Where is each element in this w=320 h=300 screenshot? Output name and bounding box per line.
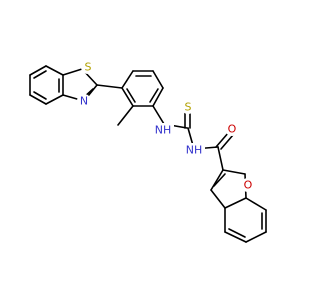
bond [210, 189, 226, 209]
bond [121, 87, 134, 107]
nitrogen-atom: N [80, 95, 88, 108]
bond [215, 131, 230, 148]
bond [152, 87, 164, 107]
bond [33, 70, 47, 79]
furan-oxygen-atom: O [244, 179, 253, 192]
atom-label-s2: S [181, 100, 195, 114]
bond [224, 197, 247, 209]
sulfur-atom: S [185, 101, 192, 114]
bond [220, 134, 234, 150]
atom-label-nh1: NH [152, 123, 174, 137]
bond [245, 231, 267, 243]
bond [33, 91, 47, 100]
atom-label-s1: S [81, 60, 95, 74]
molecule-diagram: S N NH S NH O O [29, 60, 267, 243]
amide-nh-atom: NH [186, 144, 203, 157]
atom-label-nh2: NH [183, 143, 205, 157]
bond [210, 169, 224, 191]
bond [29, 65, 47, 76]
sulfur-atom: S [85, 61, 92, 74]
bond [29, 94, 47, 105]
bond [217, 146, 224, 171]
bond [126, 88, 136, 103]
carbonyl-oxygen-atom: O [228, 123, 237, 136]
bond [62, 68, 83, 76]
bond [224, 231, 247, 243]
amine-nh-atom: NH [155, 124, 172, 137]
bond [117, 105, 134, 126]
molecule-structure: S N NH S NH O O [29, 60, 267, 243]
bond [45, 94, 64, 105]
bond [45, 65, 64, 76]
bond [152, 70, 164, 89]
bond [228, 228, 246, 238]
atom-label-n1: N [77, 94, 91, 108]
bond [213, 173, 226, 187]
bond [149, 88, 159, 103]
bond [121, 70, 134, 89]
atom-label-o2: O [241, 178, 255, 192]
bond [152, 105, 165, 125]
bond [96, 84, 123, 89]
bond [245, 197, 267, 211]
atom-label-o1: O [225, 122, 239, 136]
bond [222, 169, 246, 175]
